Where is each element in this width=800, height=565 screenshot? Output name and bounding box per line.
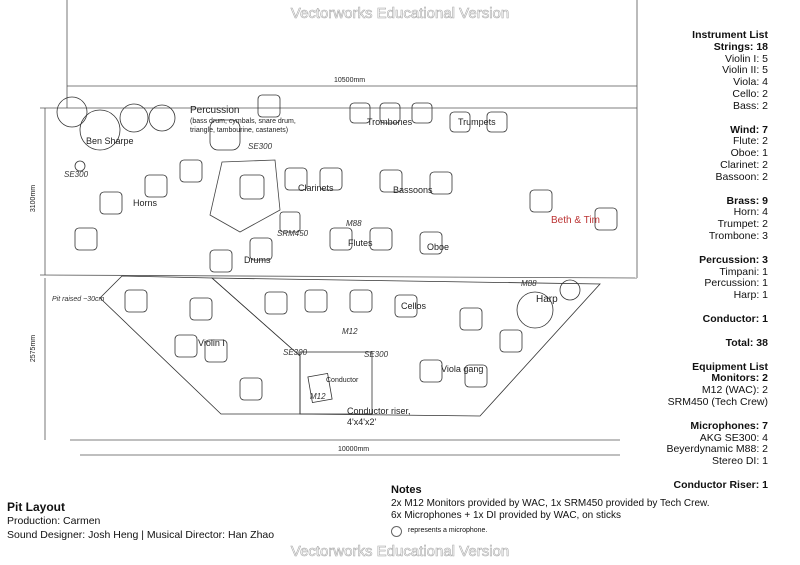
percussion-label: Percussion [190, 105, 240, 116]
instrument_list-group-head: Total: 38 [725, 336, 768, 349]
instrument_list-group-head: Strings: 18 [713, 40, 768, 53]
mic-se300-3: SE300 [283, 348, 308, 357]
cellos-label: Cellos [401, 301, 427, 311]
watermark-bottom: Vectorworks Educational Version [290, 543, 510, 561]
watermark-top: Vectorworks Educational Version [290, 5, 510, 23]
equipment_list-group-head: Conductor Riser: 1 [673, 478, 768, 491]
equipment-list-title: Equipment List [692, 360, 768, 373]
instrument_list-item: Timpani: 1 [719, 265, 768, 278]
monitor-srm450: SRM450 [277, 229, 309, 238]
instrument_list-item: Violin I: 5 [725, 52, 768, 65]
pit-mid-line [39, 274, 638, 279]
title-block: Pit Layout Production: Carmen Sound Desi… [7, 500, 274, 542]
instrument_list-item: Trumpet: 2 [717, 218, 768, 231]
pit-layout-drawing [39, 0, 638, 456]
instrument_list-item: Horn: 4 [733, 206, 768, 219]
equipment_list-item: Beyerdynamic M88: 2 [666, 443, 768, 456]
dim-left-upper-label: 3100mm [30, 184, 38, 213]
viola-gang-label: Viola gang [441, 364, 484, 374]
dim-left-lower-label: 2575mm [30, 334, 38, 363]
conductor-riser-size: 4'x4'x2' [347, 417, 377, 427]
harp-label: Harp [536, 294, 558, 305]
mic-legend-text: represents a microphone. [408, 527, 488, 534]
instrument_list-item: Bass: 2 [732, 99, 768, 112]
equipment_list-item: SRM450 (Tech Crew) [667, 395, 768, 408]
trumpets-label: Trumpets [458, 117, 496, 127]
instrument_list-group-head: Conductor: 1 [702, 312, 768, 325]
mic-se300-1: SE300 [64, 170, 89, 179]
beth-tim-label: Beth & Tim [551, 215, 600, 226]
page-title: Pit Layout [7, 500, 66, 514]
equipment_list-group-head: Monitors: 2 [711, 372, 768, 385]
winds-platform [209, 159, 281, 233]
instrument_list-item: Violin II: 5 [722, 64, 768, 77]
equipment_list-item: Stereo DI: 1 [711, 455, 768, 468]
pit-front-area [210, 277, 601, 417]
instrument_list-group-head: Brass: 9 [726, 194, 768, 207]
flutes-label: Flutes [348, 238, 373, 248]
notes-title: Notes [391, 484, 422, 496]
instrument_list-item: Clarinet: 2 [720, 158, 768, 171]
instrument_list-item: Cello: 2 [732, 87, 768, 100]
pit-raised-label: Pit raised ~30cm [52, 296, 105, 303]
mic-m88-2: M88 [521, 279, 537, 288]
instrument-list-title: Instrument List [692, 29, 768, 41]
percussion-detail-1: (bass drum, cymbals, snare drum, [190, 118, 296, 125]
mic-se300-2: SE300 [248, 142, 273, 151]
instrument_list-group-head: Wind: 7 [730, 123, 768, 136]
dim-top-label: 10500mm [334, 77, 366, 84]
oboe-label: Oboe [427, 242, 450, 252]
equipment_list-item: AKG SE300: 4 [699, 431, 768, 444]
conductor-label: Conductor [326, 377, 359, 384]
equipment_list-group-head: Microphones: 7 [690, 419, 768, 432]
clarinets-label: Clarinets [298, 183, 334, 193]
instrument_list-item: Bassoon: 2 [715, 170, 768, 183]
credits-line: Sound Designer: Josh Heng | Musical Dire… [7, 529, 275, 541]
notes-line-2: 6x Microphones + 1x DI provided by WAC, … [391, 510, 621, 521]
instrument_list-item: Viola: 4 [733, 76, 768, 89]
monitor-m12-1: M12 [342, 327, 358, 336]
violin-label: Violin I [198, 338, 225, 348]
equipment_list-item: M12 (WAC): 2 [701, 384, 768, 397]
mic-se300-4: SE300 [364, 350, 389, 359]
notes-line-1: 2x M12 Monitors provided by WAC, 1x SRM4… [391, 498, 710, 509]
production-line: Production: Carmen [7, 515, 101, 527]
mic-m88-1: M88 [346, 219, 362, 228]
bassoons-label: Bassoons [393, 185, 433, 195]
percussion-detail-2: triangle, tambourine, castanets) [190, 127, 289, 134]
musicians [56, 94, 618, 404]
monitor-m12-2: M12 [310, 392, 326, 401]
conductor-riser [299, 351, 373, 415]
conductor-riser-label: Conductor riser, [347, 406, 411, 416]
instrument_list-group-head: Percussion: 3 [699, 253, 768, 266]
instrument_list-item: Percussion: 1 [704, 277, 768, 290]
instrument_list-item: Trombone: 3 [708, 229, 768, 242]
drums-label: Drums [244, 255, 271, 265]
trombones-label: Trombones [367, 117, 413, 127]
mic-legend: represents a microphone. [391, 525, 709, 537]
instrument_list-item: Oboe: 1 [730, 147, 768, 160]
microphone-symbol-icon [391, 525, 402, 537]
instrument_list-item: Harp: 1 [733, 289, 768, 302]
notes-block: Notes 2x M12 Monitors provided by WAC, 1… [391, 484, 709, 537]
ben-sharpe-label: Ben Sharpe [86, 136, 134, 146]
dim-bottom-label: 10000mm [338, 446, 370, 453]
horns-label: Horns [133, 198, 158, 208]
instrument_list-item: Flute: 2 [732, 135, 768, 148]
